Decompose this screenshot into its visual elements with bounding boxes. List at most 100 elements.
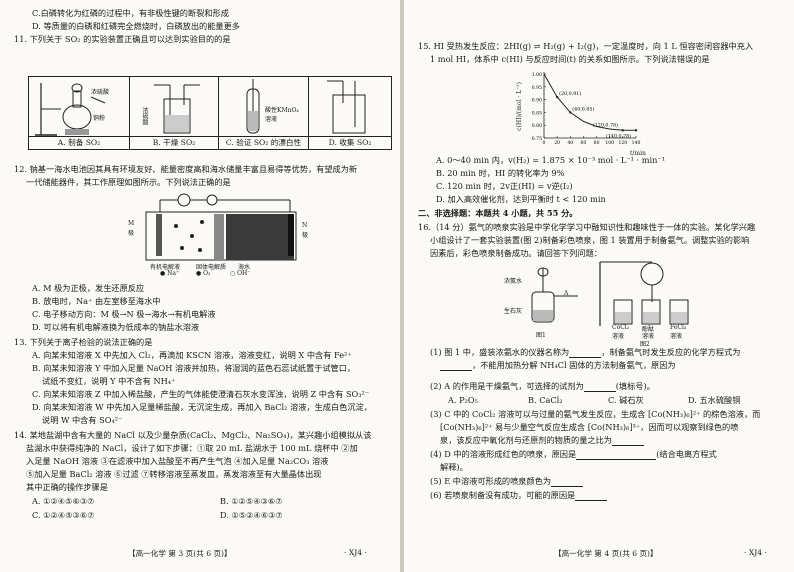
chart-x-label: t/min: [630, 150, 646, 157]
q14-stem-line2: 盐湖水中获得纯净的 NaCl，设计了如下步骤：①取 20 mL 盐湖水于 100…: [26, 443, 358, 453]
q16-stem-line3: 因素后，彩色喷泉制备成功。请回答下列问题：: [430, 248, 602, 258]
x-tick-label: 40: [567, 140, 573, 146]
concentration-curve: [543, 73, 636, 131]
data-point: [569, 111, 572, 114]
q13-option-c: C. 向某未知溶液 Z 中加入稀盐酸，产生的气体能使澄清石灰水变浑浊，说明 Z …: [32, 389, 370, 399]
q15-option-c: C. 120 min 时，2v正(HI) = v逆(I₂): [436, 181, 573, 191]
q14-stem-line1: 14. 某地盐湖中含有大量的 NaCl 以及少量杂质(CaCl₂、MgCl₂、N…: [14, 430, 372, 440]
q11-apparatus-table: 浓硫酸 铜粉 A. 制备 SO₂ 浓硫酸 B. 干燥 SO₂ 酸性KMnO₄: [28, 76, 392, 150]
answer-blank[interactable]: [575, 492, 608, 501]
q13-option-b-line1: B. 向某未知溶液 Y 中加入足量 NaOH 溶液并加热，将湿润的蓝色石蕊试纸置…: [32, 363, 356, 373]
flask-apparatus-icon: [35, 83, 106, 136]
q14-option-d: D. ①⑤②④⑥③⑦: [220, 510, 283, 520]
q14-stem-line5: 其中正确的操作步骤是: [26, 482, 108, 492]
color-fountain-figure: [599, 261, 689, 326]
q12-stem-line2: 一代储能器件，其工作原理如图所示。下列说法正确的是: [26, 177, 231, 187]
q16-part3-line3: 泉，该反应中氧化剂与还原剂的物质的量之比为: [440, 435, 644, 446]
y-tick-label: 0.85: [532, 110, 542, 116]
q10-option-d: D. 等质量的白磷和红磷完全燃烧时，白磷放出的能量更多: [32, 21, 240, 31]
x-tick-label: 100: [605, 140, 614, 146]
x-tick-label: 60: [580, 140, 586, 146]
q16-part2-option-d: D. 五水硫酸铜: [688, 395, 741, 405]
q13-option-a: A. 向某未知溶液 X 中先加入 Cl₂，再滴加 KSCN 溶液，溶液变红，说明…: [32, 350, 352, 360]
test-tube-icon: [246, 79, 260, 134]
exam-page-3: C.白磷转化为红磷的过程中，有非极性键的断裂和形成 D. 等质量的白磷和红磷完全…: [14, 8, 392, 558]
page-footer: 【高一化学 第 4 页(共 6 页)】: [554, 549, 658, 558]
q13-option-b-line2: 试纸不变红，说明 Y 中不含有 NH₄⁺: [42, 376, 176, 386]
q16-part2-option-c: C. 碱石灰: [608, 395, 644, 405]
q14-option-c: C. ①②④⑤③⑥⑦: [32, 510, 95, 520]
q11-option-b: B. 干燥 SO₂: [130, 136, 218, 149]
answer-blank[interactable]: [551, 478, 584, 487]
q10-option-c: C.白磷转化为红磷的过程中，有非极性键的断裂和形成: [32, 8, 229, 18]
q14-stem-line4: ⑤加入足量 BaCl₂ 溶液 ⑥过滤 ⑦转移溶液至蒸发皿，蒸发溶液至有大量晶体出…: [26, 469, 322, 479]
q16-part3-line2: [Co(NH₃)₆]²⁺ 易与少量空气反应生成含 [Co(NH₃)₆]³⁺，因而…: [440, 422, 739, 432]
wash-bottle-icon: [154, 84, 200, 134]
data-point: [621, 129, 625, 132]
x-tick-label: 0: [543, 140, 546, 146]
y-tick-label: 0.75: [532, 136, 542, 142]
q16-part2-option-b: B. CaCl₂: [528, 395, 563, 405]
q15-option-a: A. 0～40 min 内，v(H₂) = 1.875 × 10⁻³ mol ·…: [436, 155, 666, 165]
chart-y-label: c(HI)/(mol · L⁻¹): [516, 82, 523, 131]
q11-option-a: A. 制备 SO₂: [29, 136, 129, 149]
answer-blank[interactable]: [440, 362, 472, 371]
answer-blank[interactable]: [611, 437, 644, 446]
q16-part4-line2: 解释)。: [440, 462, 468, 472]
page-footer-code: · XJ4 ·: [744, 548, 767, 557]
q11-cell-a: 浓硫酸 铜粉 A. 制备 SO₂: [29, 77, 130, 149]
x-tick-label: 120: [618, 140, 627, 146]
q15-stem-line2: 1 mol HI，体系中 c(HI) 与反应时间(t) 的关系如图所示。下列说法…: [430, 54, 710, 64]
q12-option-b: B. 放电时，Na⁺ 由左室移至海水中: [32, 296, 161, 306]
data-point: [555, 95, 559, 99]
q14-option-b: B. ①②⑤④③⑥⑦: [220, 496, 283, 506]
q11-cell-d: D. 收集 SO₂: [309, 77, 391, 149]
q14-option-a: A. ①②④⑤⑥③⑦: [32, 496, 95, 506]
q13-stem: 13. 下列关于离子检验的说法正确的是: [14, 337, 153, 347]
data-label: (40,0.85): [572, 105, 594, 112]
q14-stem-line3: 入足量 NaOH 溶液 ③在滤液中加入盐酸至不再产生气泡 ④加入足量 Na₂CO…: [26, 456, 329, 466]
q15-stem-line1: 15. HI 受热发生反应：2HI(g) ⇌ H₂(g) + I₂(g)，一定温…: [418, 41, 754, 51]
data-label: (120,0.78): [593, 121, 618, 128]
data-label: (20,0.91): [559, 90, 581, 97]
data-point: [634, 129, 638, 132]
q11-option-d: D. 收集 SO₂: [309, 136, 391, 149]
q11-cell-b: 浓硫酸 B. 干燥 SO₂: [130, 77, 219, 149]
q16-part1-line1: (1) 图 1 中，盛装浓氨水的仪器名称为，制备氨气时发生反应的化学方程式为: [430, 347, 741, 358]
page-footer-code: · XJ4 ·: [344, 548, 367, 557]
y-tick-label: 0.90: [532, 98, 542, 104]
q16-stem-line1: 16.（14 分）氨气的喷泉实验是中学化学学习中融知识性和趣味性于一体的实验。某…: [418, 222, 756, 232]
q13-option-d-line2: 说明 W 中含有 SO₄²⁻: [42, 415, 123, 425]
y-tick-label: 1.00: [532, 72, 542, 78]
q12-option-c: C. 电子移动方向：M 极→N 极→海水→有机电解液: [32, 309, 216, 319]
page-footer: 【高一化学 第 3 页(共 6 页)】: [128, 549, 232, 558]
q12-option-d: D. 可以将有机电解液换为低成本的钠盐水溶液: [32, 322, 200, 332]
y-tick-label: 0.80: [532, 123, 542, 129]
q15-option-d: D. 加入高效催化剂，达到平衡时 t < 120 min: [436, 194, 606, 204]
q16-part3-line1: (3) C 中的 CoCl₂ 溶液可以与过量的氨气发生反应，生成含 [Co(NH…: [430, 409, 761, 419]
q11-stem: 11. 下列关于 SO₂ 的实验装置正确且可以达到实验目的的是: [14, 34, 231, 44]
x-tick-label: 80: [594, 140, 600, 146]
q16-part1-line2: ，不能用加热分解 NH₄Cl 固体的方法制备氨气，原因为: [440, 360, 676, 371]
q11-cell-c: 酸性KMnO₄ 溶液 C. 验证 SO₂ 的漂白性: [219, 77, 309, 149]
ammonia-generator-figure: [531, 267, 578, 323]
data-label: (140,0.78): [606, 132, 631, 139]
q16-part6: (6) 若喷泉制备没有成功，可能的原因是: [430, 490, 608, 501]
q16-part4-line1: (4) D 中的溶液形成红色的喷泉，原因是(结合电离方程式: [430, 449, 717, 460]
q16-part2-option-a: A. P₂O₅: [448, 395, 478, 405]
q16-stem-line2: 小组设计了一套实验装置(图 2)制备彩色喷泉，图 1 装置用于制备氨气。调整实验…: [430, 235, 750, 245]
q15-option-b: B. 20 min 时，HI 的转化率为 9%: [436, 168, 565, 178]
section-2-heading: 二、非选择题：本题共 4 小题，共 55 分。: [418, 208, 578, 218]
battery-diagram: [145, 193, 297, 261]
answer-blank[interactable]: [569, 349, 602, 358]
q16-part2: (2) A 的作用是干燥氨气，可选择的试剂为(填标号)。: [430, 381, 655, 392]
q11-option-c: C. 验证 SO₂ 的漂白性: [219, 136, 308, 149]
answer-blank[interactable]: [583, 383, 616, 392]
page-gutter: [400, 0, 404, 572]
q16-part5: (5) E 中溶液可形成的喷泉颜色为: [430, 476, 584, 487]
q13-option-d-line1: D. 向某未知溶液 W 中先加入足量稀盐酸，无沉淀生成，再加入 BaCl₂ 溶液…: [32, 402, 372, 412]
answer-blank[interactable]: [576, 451, 657, 460]
q12-option-a: A. M 极为正极，发生还原反应: [32, 283, 145, 293]
exam-page-4: 15. HI 受热发生反应：2HI(g) ⇌ H₂(g) + I₂(g)，一定温…: [404, 0, 794, 572]
